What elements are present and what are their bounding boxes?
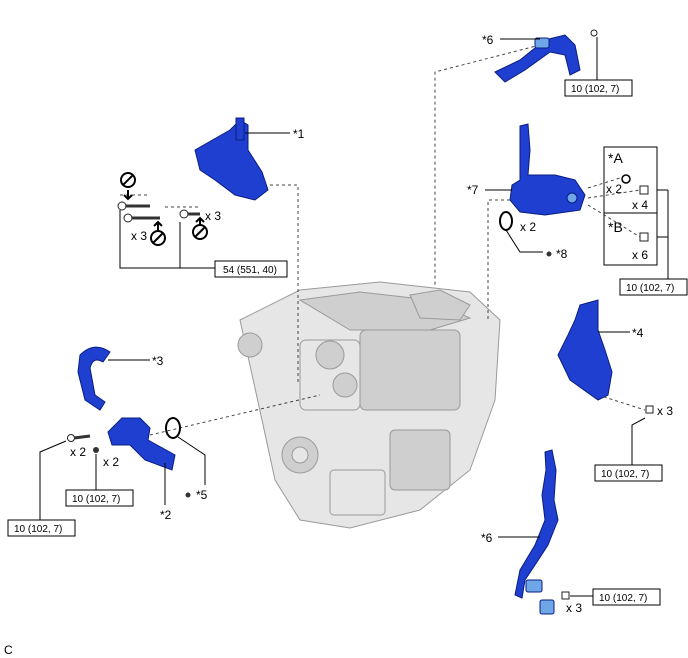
- torque-part1: 54 (551, 40): [223, 265, 277, 276]
- torque-box-left-bolt: [7, 519, 76, 537]
- do-not-reuse-icon: [150, 230, 166, 246]
- bolt-icon: [645, 405, 654, 414]
- bolt-icon: [117, 201, 127, 211]
- grease-dot-icon: [546, 251, 552, 257]
- part-4-cover: [557, 299, 613, 401]
- torque-box-part1: [214, 260, 288, 278]
- part-1-bracket: [194, 117, 269, 201]
- torque-right7: 10 (102, 7): [626, 283, 674, 294]
- qty-part6: x 3: [566, 601, 582, 615]
- bolt-icon: [639, 185, 649, 195]
- qty-left-bolt: x 2: [70, 445, 86, 459]
- qty-A-small: x 2: [606, 182, 622, 196]
- bolt-icon: [123, 213, 133, 223]
- qty-part4: x 3: [657, 404, 673, 418]
- callout-4: *4: [632, 326, 644, 340]
- qty-left-nut: x 2: [103, 455, 119, 469]
- part-7-water-outlet: [509, 123, 586, 216]
- corner-mark: C: [4, 643, 13, 657]
- qty-1b: x 3: [205, 209, 221, 223]
- callout-A: *A: [608, 150, 623, 166]
- grease-dot-icon: [185, 492, 191, 498]
- callout-6-top: *6: [482, 33, 494, 47]
- gasket-icon: [621, 174, 631, 184]
- part-6-bottom-bracket: [514, 449, 559, 615]
- detail-box-ab: [603, 146, 658, 266]
- callout-8: *8: [556, 247, 568, 261]
- callout-2: *2: [160, 508, 172, 522]
- bolt-icon: [67, 434, 75, 442]
- bolt-icon: [561, 591, 570, 600]
- part-2-pipe: [107, 417, 176, 471]
- bolt-icon: [590, 29, 598, 37]
- qty-A-bolt: x 4: [632, 198, 648, 212]
- engine-assembly: [237, 281, 501, 529]
- torque-part6: 10 (102, 7): [599, 593, 647, 604]
- torque-box-right7: [619, 278, 688, 296]
- qty-B-bolt: x 6: [632, 248, 648, 262]
- torque-box-top6: [564, 79, 633, 97]
- part-6-top-bracket: [494, 29, 598, 83]
- callout-6-bottom: *6: [481, 531, 493, 545]
- connection-lines: [120, 44, 646, 436]
- o-ring-icon: [499, 211, 513, 231]
- callout-5: *5: [196, 488, 208, 502]
- qty-1a: x 3: [131, 229, 147, 243]
- torque-box-part6: [592, 588, 661, 606]
- callout-1: *1: [293, 127, 305, 141]
- torque-top6: 10 (102, 7): [571, 84, 619, 95]
- callout-7: *7: [467, 183, 479, 197]
- torque-box-part4: [594, 464, 663, 482]
- do-not-reuse-icon: [120, 172, 136, 188]
- do-not-reuse-icon: [192, 224, 208, 240]
- callout-3: *3: [152, 354, 164, 368]
- part-1-bolts: [117, 201, 200, 223]
- o-ring-icon: [165, 417, 181, 439]
- torque-left-nut: 10 (102, 7): [72, 494, 120, 505]
- nut-icon: [93, 447, 99, 453]
- part-3-hose: [77, 346, 111, 411]
- qty-7-gasket: x 2: [520, 220, 536, 234]
- bolt-icon: [179, 209, 189, 219]
- torque-box-left-nut: [65, 489, 134, 507]
- callout-B: *B: [608, 219, 623, 235]
- torque-left-bolt: 10 (102, 7): [14, 524, 62, 535]
- bolt-icon: [639, 232, 649, 242]
- torque-part4: 10 (102, 7): [601, 469, 649, 480]
